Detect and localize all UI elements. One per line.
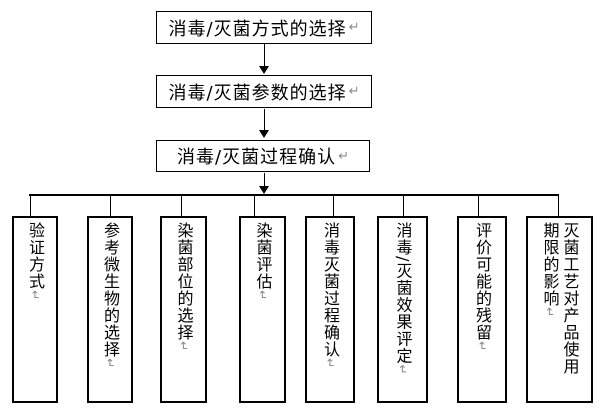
flow-box-label: 评价可能的残留	[473, 222, 492, 341]
branch-line-2	[110, 196, 111, 216]
flow-box-label: 消毒/灭菌方式的选择	[168, 18, 347, 40]
flow-box-contamination-site-selection: 染菌部位的选择↵	[160, 216, 207, 403]
paragraph-return-mark: ↵	[542, 307, 557, 318]
flow-box-reference-microorganism-selection: 参考微生物的选择↵	[87, 216, 133, 403]
branch-line-7	[478, 196, 479, 216]
flow-box-sterilization-method-selection: 消毒/灭菌方式的选择↵	[156, 11, 372, 44]
branch-line-5	[333, 196, 334, 216]
arrow-down-icon	[259, 130, 269, 138]
paragraph-return-mark: ↵	[28, 290, 42, 301]
flow-box-label: 消毒灭菌过程确认	[321, 222, 340, 358]
paragraph-return-mark: ↵	[475, 341, 489, 352]
flow-box-label: 消毒/灭菌效果评定	[393, 222, 413, 365]
branch-line-1	[30, 196, 31, 216]
arrow-down-icon	[259, 186, 269, 194]
paragraph-return-mark: ↵	[395, 364, 410, 375]
flow-box-label: 验证方式	[26, 222, 45, 290]
branch-line-3	[181, 196, 182, 216]
flow-box-label: 消毒/灭菌过程确认	[177, 147, 337, 168]
flow-box-label: 灭菌工艺对产品使用 期限的影响	[540, 222, 580, 375]
flow-box-process-confirmation-branch: 消毒灭菌过程确认↵	[305, 216, 355, 403]
paragraph-return-mark: ↵	[323, 358, 337, 369]
flow-arrow-line-2	[264, 109, 265, 131]
flow-box-possible-residue-evaluation: 评价可能的残留↵	[457, 216, 507, 403]
flow-arrow-line-1	[264, 44, 265, 67]
flow-box-label: 参考微生物的选择	[101, 222, 120, 358]
branch-line-8	[558, 196, 559, 216]
flow-box-sterilization-parameter-selection: 消毒/灭菌参数的选择↵	[156, 75, 372, 108]
flow-box-label: 染菌评估	[253, 222, 273, 290]
flow-box-sterilization-effect-evaluation: 消毒/灭菌效果评定↵	[377, 216, 428, 403]
paragraph-return-mark: ↵	[338, 148, 349, 164]
paragraph-return-mark: ↵	[255, 290, 270, 301]
flow-box-sterilization-process-confirmation: 消毒/灭菌过程确认↵	[156, 140, 370, 172]
branch-line-6	[403, 196, 404, 216]
flow-box-label: 染菌部位的选择	[174, 222, 194, 341]
paragraph-return-mark: ↵	[103, 358, 117, 369]
paragraph-return-mark: ↵	[176, 341, 191, 352]
paragraph-return-mark: ↵	[348, 84, 360, 99]
branch-trunk-line	[29, 194, 559, 196]
flow-box-validation-method: 验证方式↵	[12, 216, 58, 403]
flow-box-contamination-assessment: 染菌评估↵	[239, 216, 286, 403]
branch-line-4	[254, 196, 255, 216]
arrow-down-icon	[259, 66, 269, 74]
flow-box-label: 消毒/灭菌参数的选择	[168, 82, 347, 104]
flow-arrow-line-3	[264, 173, 265, 187]
paragraph-return-mark: ↵	[348, 20, 360, 35]
flow-box-product-usage-period-impact: 灭菌工艺对产品使用 期限的影响↵	[526, 216, 593, 403]
